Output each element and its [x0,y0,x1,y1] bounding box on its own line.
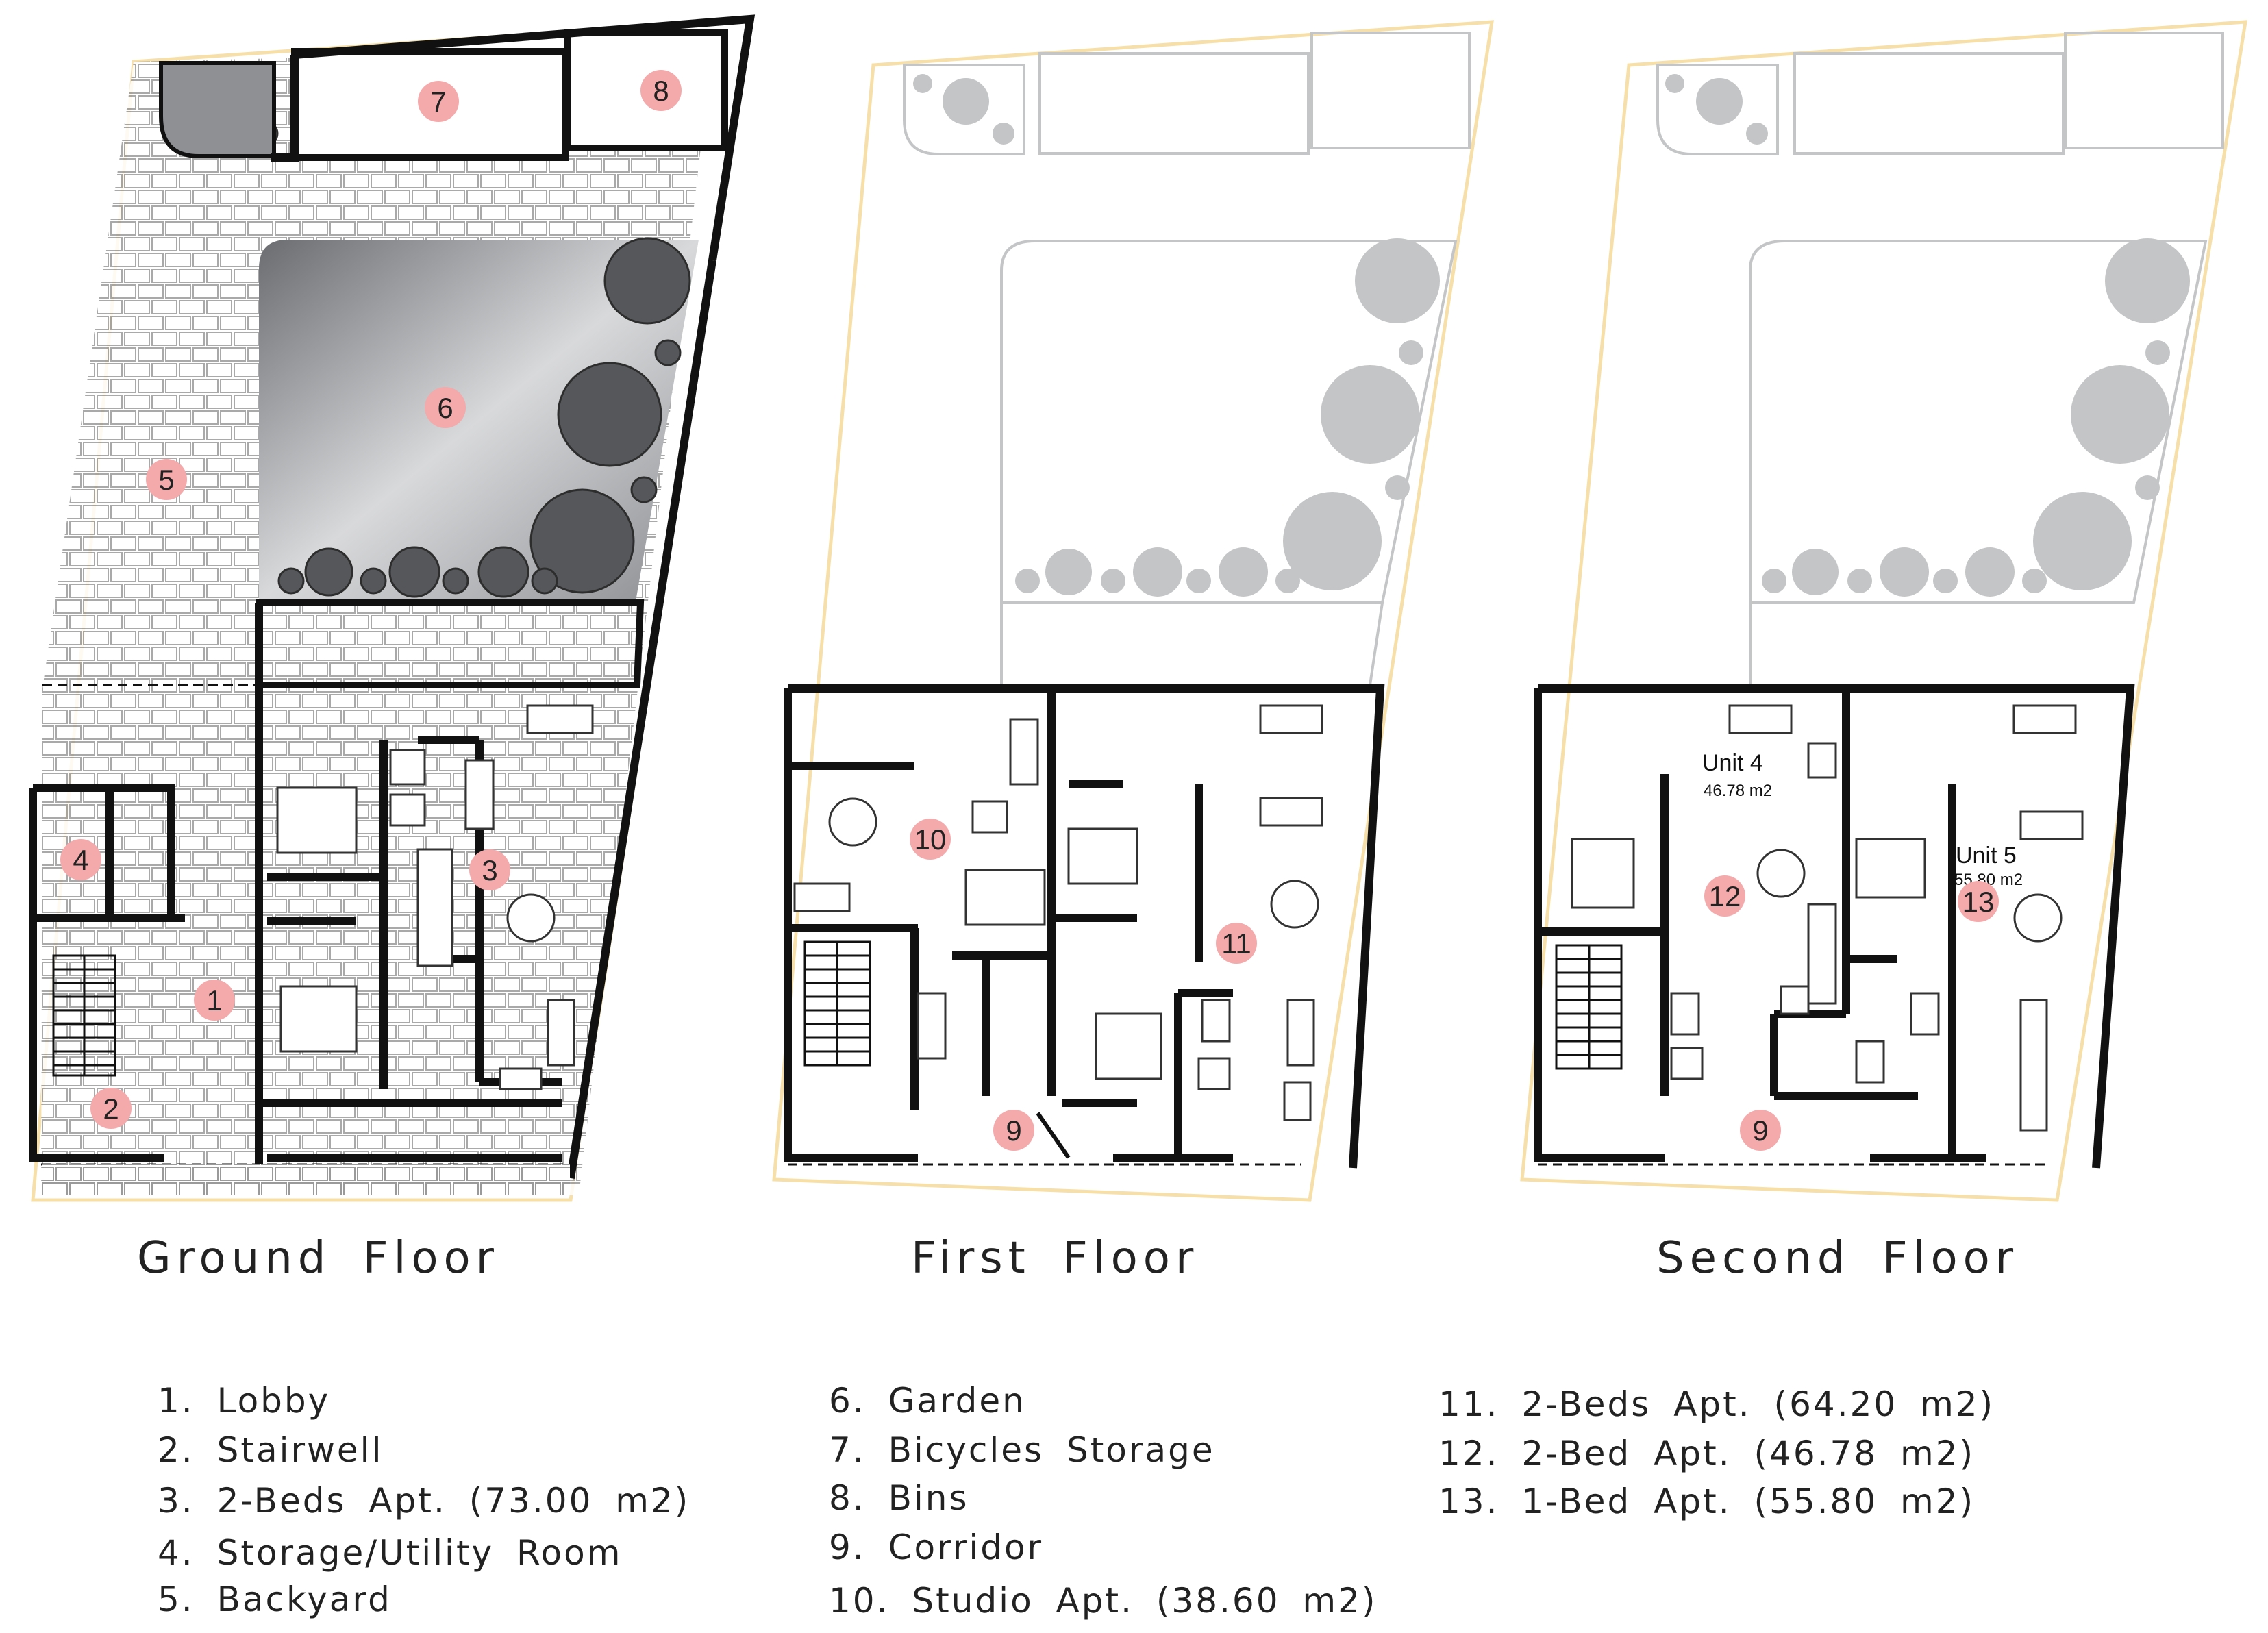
legend-item-1: 1. Lobby [158,1381,331,1421]
ground-walls [29,736,562,1164]
first-furniture [793,704,1323,1121]
legend-item-12: 12. 2-Bed Apt. (46.78 m2) [1438,1434,1976,1473]
svg-text:12: 12 [1709,880,1741,912]
legend-item-10: 10. Studio Apt. (38.60 m2) [829,1581,1378,1621]
marker-12: 12 [1704,875,1745,917]
garden-ghost-second [1656,32,2224,685]
legend-item-6: 6. Garden [829,1381,1026,1421]
second-floor-title: Second Floor [1656,1233,2019,1284]
marker-2: 2 [90,1088,132,1129]
ground-floor-plan [29,14,756,1202]
svg-text:2: 2 [103,1093,119,1125]
svg-text:4: 4 [73,844,88,876]
marker-3: 3 [469,849,510,890]
site-outline-first [772,20,1494,1202]
perimeter-wall-east [566,260,716,1179]
marker-5: 5 [146,459,187,500]
tree-planter [159,61,276,158]
garden-trees-ghost-first [913,74,1440,597]
marker-10: 10 [910,819,951,860]
first-stair [803,940,871,1067]
ground-stair [52,954,116,1077]
marker-6: 6 [425,387,466,428]
marker-9-second: 9 [1740,1110,1781,1151]
svg-text:3: 3 [482,854,497,886]
svg-text:10: 10 [914,823,947,856]
legend-item-3: 3. 2-Beds Apt. (73.00 m2) [158,1481,690,1521]
legend-item-5: 5. Backyard [158,1580,392,1619]
marker-7: 7 [418,81,459,122]
marker-1: 1 [194,980,235,1021]
first-walls [784,684,1385,1169]
svg-text:7: 7 [430,86,446,118]
legend-item-2: 2. Stairwell [158,1430,384,1470]
perimeter-wall-north [294,14,756,261]
site-outline-second [1520,20,2247,1202]
ground-floor-title: Ground Floor [137,1233,499,1284]
svg-text:9: 9 [1006,1114,1021,1147]
marker-4: 4 [60,839,101,880]
second-walls [1534,684,2135,1169]
marker-11: 11 [1216,923,1257,964]
svg-text:5: 5 [158,464,174,496]
outer-wall [271,55,299,162]
second-floor-plan: Unit 4 46.78 m2 Unit 5 55.80 m2 [1520,20,2247,1202]
legend-item-9: 9. Corridor [829,1528,1044,1567]
svg-text:13: 13 [1962,886,1995,918]
legend-item-11: 11. 2-Beds Apt. (64.20 m2) [1438,1384,1995,1424]
svg-text:1: 1 [206,984,222,1017]
legend-item-8: 8. Bins [829,1478,969,1518]
ground-furniture [276,704,594,1090]
unit-4-name: Unit 4 [1702,750,1763,776]
garden-trees-ghost-second [1665,74,2190,597]
marker-13: 13 [1958,881,1999,922]
marker-8: 8 [640,70,682,111]
unit-5-name: Unit 5 [1956,843,2017,869]
second-furniture [1571,704,2084,1132]
second-stair [1555,944,1623,1070]
legend-item-4: 4. Storage/Utility Room [158,1533,623,1573]
first-floor-title: First Floor [911,1233,1199,1284]
bins-room [564,29,728,151]
svg-text:9: 9 [1752,1114,1768,1147]
front-paving [42,1164,570,1195]
marker-9-first: 9 [993,1110,1034,1151]
svg-text:6: 6 [437,392,453,424]
room-markers: 7 8 6 5 4 3 1 2 10 11 9 12 13 9 [60,70,1999,1151]
backyard-paving [41,48,712,1195]
garden-ghost-first [903,32,1471,686]
first-floor-plan [772,20,1494,1202]
unit-4-area: 46.78 m2 [1704,782,1772,800]
svg-text:8: 8 [653,75,669,107]
legend-item-13: 13. 1-Bed Apt. (55.80 m2) [1438,1482,1976,1521]
svg-text:11: 11 [1221,927,1251,960]
corridor-door [1036,1112,1071,1159]
legend-item-7: 7. Bicycles Storage [829,1430,1215,1470]
